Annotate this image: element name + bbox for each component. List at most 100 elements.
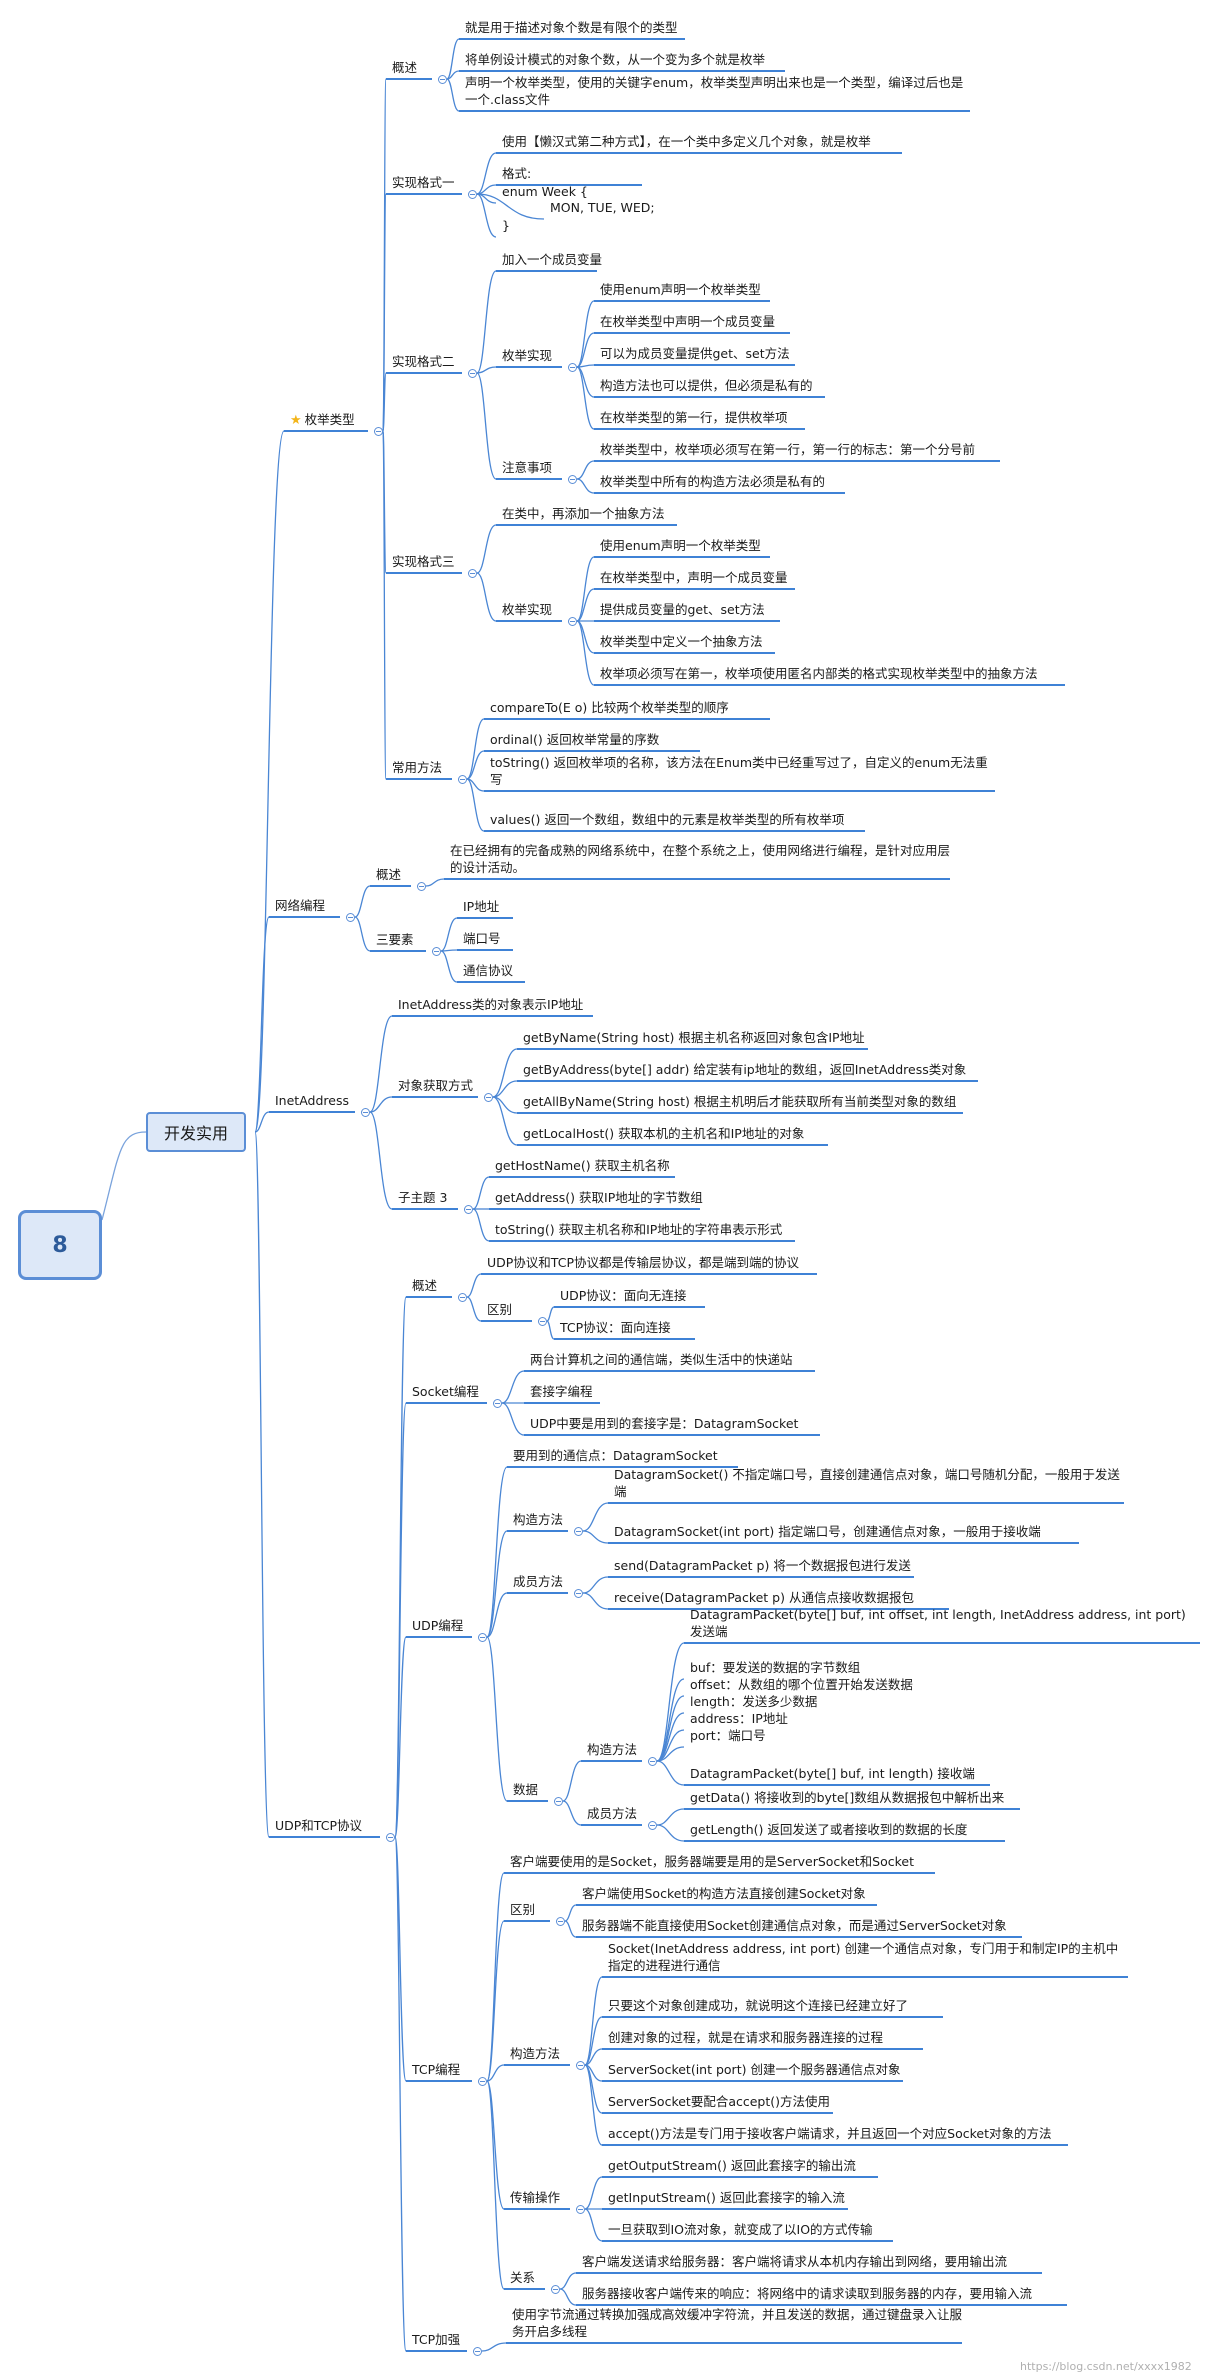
node-n3d[interactable]: TCP编程 [412,2061,460,2078]
node-n3a2b[interactable]: TCP协议：面向连接 [560,1319,671,1336]
node-n3d4a[interactable]: getOutputStream() 返回此套接字的输出流 [608,2157,856,2174]
node-n3d4c[interactable]: 一旦获取到IO流对象，就变成了以IO的方式传输 [608,2221,873,2238]
node-n3b[interactable]: Socket编程 [412,1383,479,1400]
node-n3c4a1_6[interactable]: port：端口号 [690,1727,766,1744]
node-n3d3b[interactable]: 只要这个对象创建成功，就说明这个连接已经建立好了 [608,1997,908,2014]
node-n3d5[interactable]: 关系 [510,2269,535,2286]
main-topic[interactable]: 开发实用 [146,1112,246,1152]
node-n3c4b[interactable]: 成员方法 [587,1805,637,1822]
node-n0[interactable]: ★枚举类型 [290,411,355,429]
node-n3c4[interactable]: 数据 [513,1781,538,1798]
node-n0e2[interactable]: ordinal() 返回枚举常量的序数 [490,731,659,748]
node-n0c3b[interactable]: 枚举类型中所有的构造方法必须是私有的 [600,473,825,490]
collapse-toggle-icon[interactable] [551,2285,560,2294]
node-n0c2d[interactable]: 构造方法也可以提供，但必须是私有的 [600,377,813,394]
node-n3d3f[interactable]: accept()方法是专门用于接收客户端请求，并且返回一个对应Socket对象的… [608,2125,1052,2142]
node-n0c2c[interactable]: 可以为成员变量提供get、set方法 [600,345,790,362]
collapse-toggle-icon[interactable] [648,1821,657,1830]
collapse-toggle-icon[interactable] [458,775,467,784]
node-n0c3a[interactable]: 枚举类型中，枚举项必须写在第一行，第一行的标志：第一个分号前 [600,441,975,458]
node-n0e[interactable]: 常用方法 [392,759,442,776]
node-n3d3e[interactable]: ServerSocket要配合accept()方法使用 [608,2093,830,2110]
collapse-toggle-icon[interactable] [417,882,426,891]
collapse-toggle-icon[interactable] [374,427,383,436]
collapse-toggle-icon[interactable] [473,2347,482,2356]
node-n2b4[interactable]: getLocalHost() 获取本机的主机名和IP地址的对象 [523,1125,804,1142]
node-n3a1[interactable]: UDP协议和TCP协议都是传输层协议，都是端到端的协议 [487,1254,799,1271]
node-n0a[interactable]: 概述 [392,59,417,76]
collapse-toggle-icon[interactable] [568,617,577,626]
collapse-toggle-icon[interactable] [648,1757,657,1766]
collapse-toggle-icon[interactable] [464,1205,473,1214]
node-n2c3[interactable]: toString() 获取主机名称和IP地址的字符串表示形式 [495,1221,782,1238]
node-n2b2[interactable]: getByAddress(byte[] addr) 给定装有ip地址的数组，返回… [523,1061,966,1078]
node-n0b2a[interactable]: 格式: [502,165,531,182]
collapse-toggle-icon[interactable] [574,1527,583,1536]
collapse-toggle-icon[interactable] [438,75,447,84]
collapse-toggle-icon[interactable] [361,1108,370,1117]
node-n0d2c[interactable]: 提供成员变量的get、set方法 [600,601,765,618]
node-n3c4a[interactable]: 构造方法 [587,1741,637,1758]
collapse-toggle-icon[interactable] [478,1633,487,1642]
node-n3b1[interactable]: 两台计算机之间的通信端，类似生活中的快递站 [530,1351,793,1368]
node-n3c2a[interactable]: DatagramSocket() 不指定端口号，直接创建通信点对象，端口号随机分… [614,1466,1124,1500]
node-n3c4a1_3[interactable]: offset：从数组的哪个位置开始发送数据 [690,1676,913,1693]
node-n3[interactable]: UDP和TCP协议 [275,1817,362,1834]
collapse-toggle-icon[interactable] [468,569,477,578]
node-n3d5b[interactable]: 服务器接收客户端传来的响应：将网络中的请求读取到服务器的内存，要用输入流 [582,2285,1032,2302]
collapse-toggle-icon[interactable] [484,1093,493,1102]
node-n0d2a[interactable]: 使用enum声明一个枚举类型 [600,537,761,554]
node-n3c4a1_4[interactable]: length：发送多少数据 [690,1693,817,1710]
node-n3b3[interactable]: UDP中要是用到的套接字是：DatagramSocket [530,1415,798,1432]
node-n3a[interactable]: 概述 [412,1277,437,1294]
node-n1b1[interactable]: IP地址 [463,898,499,915]
node-n3d3d[interactable]: ServerSocket(int port) 创建一个服务器通信点对象 [608,2061,900,2078]
collapse-toggle-icon[interactable] [346,913,355,922]
node-n0c1[interactable]: 加入一个成员变量 [502,251,602,268]
node-n3c1[interactable]: 要用到的通信点：DatagramSocket [513,1447,718,1464]
node-n3c3[interactable]: 成员方法 [513,1573,563,1590]
node-n3a2a[interactable]: UDP协议：面向无连接 [560,1287,686,1304]
collapse-toggle-icon[interactable] [478,2077,487,2086]
node-n3c4a2[interactable]: DatagramPacket(byte[] buf, int length) 接… [690,1765,975,1782]
node-n3d2a[interactable]: 客户端使用Socket的构造方法直接创建Socket对象 [582,1885,866,1902]
node-n3c3a[interactable]: send(DatagramPacket p) 将一个数据报包进行发送 [614,1557,911,1574]
root-topic[interactable]: 8 [18,1210,102,1280]
node-n0e4[interactable]: values() 返回一个数组，数组中的元素是枚举类型的所有枚举项 [490,811,844,828]
node-n3b2[interactable]: 套接字编程 [530,1383,593,1400]
node-n3c2[interactable]: 构造方法 [513,1511,563,1528]
collapse-toggle-icon[interactable] [458,1293,467,1302]
collapse-toggle-icon[interactable] [468,190,477,199]
node-n1b2[interactable]: 端口号 [463,930,501,947]
collapse-toggle-icon[interactable] [468,369,477,378]
node-n3e[interactable]: TCP加强 [412,2331,460,2348]
collapse-toggle-icon[interactable] [568,363,577,372]
node-n0b2c[interactable]: MON, TUE, WED; [550,199,655,216]
collapse-toggle-icon[interactable] [576,2205,585,2214]
node-n1[interactable]: 网络编程 [275,897,325,914]
collapse-toggle-icon[interactable] [432,947,441,956]
node-n3d4b[interactable]: getInputStream() 返回此套接字的输入流 [608,2189,845,2206]
node-n2b1[interactable]: getByName(String host) 根据主机名称返回对象包含IP地址 [523,1029,865,1046]
node-n2c[interactable]: 子主题 3 [398,1189,447,1206]
node-n3c4a1_1[interactable]: DatagramPacket(byte[] buf, int offset, i… [690,1606,1200,1640]
node-n0b2b[interactable]: enum Week { [502,183,588,200]
node-n0d1[interactable]: 在类中，再添加一个抽象方法 [502,505,665,522]
node-n3d1[interactable]: 客户端要使用的是Socket，服务器端要是用的是ServerSocket和Soc… [510,1853,914,1870]
node-n0a2[interactable]: 将单例设计模式的对象个数，从一个变为多个就是枚举 [465,51,765,68]
node-n3d4[interactable]: 传输操作 [510,2189,560,2206]
node-n0c3[interactable]: 注意事项 [502,459,552,476]
node-n3c4b1[interactable]: getData() 将接收到的byte[]数组从数据报包中解析出来 [690,1789,1004,1806]
node-n3c4a1_5[interactable]: address：IP地址 [690,1710,788,1727]
node-n3a2[interactable]: 区别 [487,1301,512,1318]
node-n0d2e[interactable]: 枚举项必须写在第一，枚举项使用匿名内部类的格式实现枚举类型中的抽象方法 [600,665,1038,682]
collapse-toggle-icon[interactable] [576,2061,585,2070]
node-n0b[interactable]: 实现格式一 [392,174,455,191]
node-n3c2b[interactable]: DatagramSocket(int port) 指定端口号，创建通信点对象，一… [614,1523,1041,1540]
node-n3c3b[interactable]: receive(DatagramPacket p) 从通信点接收数据报包 [614,1589,914,1606]
node-n3d2[interactable]: 区别 [510,1901,535,1918]
collapse-toggle-icon[interactable] [574,1589,583,1598]
node-n2a[interactable]: InetAddress类的对象表示IP地址 [398,996,583,1013]
node-n2[interactable]: InetAddress [275,1092,349,1109]
node-n3c4a1_2[interactable]: buf：要发送的数据的字节数组 [690,1659,860,1676]
